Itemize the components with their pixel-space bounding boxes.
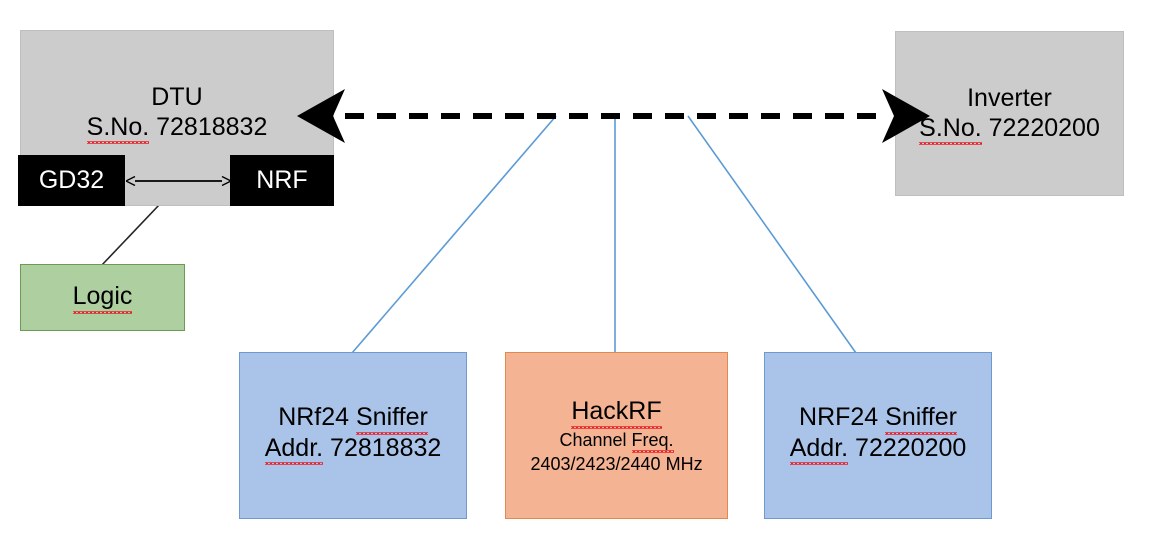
inverter-serial-label: S.No. xyxy=(919,114,982,145)
node-dtu[interactable]: DTU S.No. 72818832 xyxy=(20,30,334,206)
hackrf-name: HackRF xyxy=(571,397,662,428)
hackrf-channel-label: Channel Freq. xyxy=(559,429,674,453)
sniffer-right-addr-label: Addr. xyxy=(789,434,849,465)
sniffer-left-addr: Addr. 72818832 xyxy=(264,433,442,465)
dtu-serial-label: S.No. xyxy=(86,113,149,144)
node-hackrf[interactable]: HackRF Channel Freq. 2403/2423/2440 MHz xyxy=(505,352,728,519)
sniffer-right-addr-value: 72220200 xyxy=(855,433,967,462)
node-inverter[interactable]: Inverter S.No. 72220200 xyxy=(895,31,1124,196)
hackrf-freq-word: Freq. xyxy=(631,430,674,453)
node-gd32[interactable]: GD32 xyxy=(18,155,125,206)
node-logic[interactable]: Logic xyxy=(20,264,185,331)
tap-left-line xyxy=(351,115,557,354)
sniffer-right-chip: NRF24 xyxy=(799,403,886,431)
tap-right-line xyxy=(687,115,857,354)
sniffer-right-addr: Addr. 72220200 xyxy=(789,433,967,465)
sniffer-left-title: NRf24 Sniffer xyxy=(278,403,428,434)
sniffer-left-addr-value: 72818832 xyxy=(330,433,442,462)
node-sniffer-right[interactable]: NRF24 Sniffer Addr. 72220200 xyxy=(764,352,992,519)
gd32-label: GD32 xyxy=(38,165,105,194)
hackrf-frequencies: 2403/2423/2440 MHz xyxy=(530,453,703,474)
logic-label: Logic xyxy=(72,282,132,314)
nrf-label: NRF xyxy=(256,165,308,194)
sniffer-right-title: NRF24 Sniffer xyxy=(799,403,957,434)
inverter-serial: S.No. 72220200 xyxy=(919,114,1100,145)
sniffer-left-word: Sniffer xyxy=(356,403,428,434)
inverter-title: Inverter xyxy=(967,84,1052,112)
sniffer-left-chip: NRf24 xyxy=(278,403,356,431)
sniffer-right-word: Sniffer xyxy=(885,403,957,434)
node-sniffer-left[interactable]: NRf24 Sniffer Addr. 72818832 xyxy=(239,352,467,519)
node-nrf[interactable]: NRF xyxy=(230,155,334,206)
dtu-serial-value: 72818832 xyxy=(156,112,268,141)
sniffer-left-addr-label: Addr. xyxy=(264,434,324,465)
inverter-serial-value: 72220200 xyxy=(988,113,1100,142)
dtu-title: DTU xyxy=(151,83,203,111)
hackrf-channel-word: Channel xyxy=(559,429,632,450)
hackrf-title: HackRF xyxy=(571,397,662,428)
dtu-serial: S.No. 72818832 xyxy=(86,112,268,144)
